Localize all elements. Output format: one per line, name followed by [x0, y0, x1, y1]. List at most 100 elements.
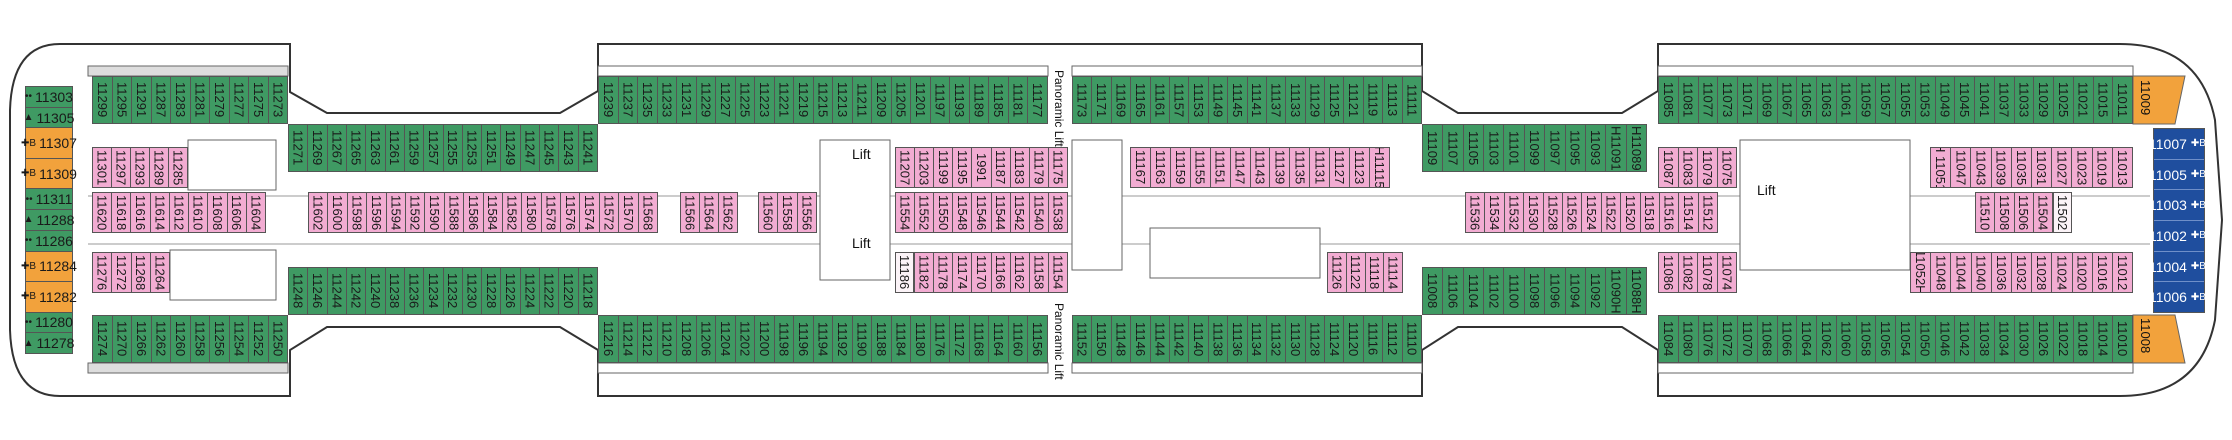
- cabin-H11115[interactable]: H11115: [1370, 148, 1389, 187]
- cabin-11118[interactable]: 11118: [1366, 253, 1385, 292]
- cabin-11100[interactable]: 11100: [1504, 268, 1525, 314]
- cabin-11106[interactable]: 11106: [1443, 268, 1464, 314]
- cabin-11223[interactable]: 11223: [755, 77, 775, 123]
- cabin-11514[interactable]: 11514: [1679, 193, 1699, 232]
- cabin-11229[interactable]: 11229: [697, 77, 717, 123]
- cabin-11201[interactable]: 11201: [911, 77, 931, 123]
- cabin-11076[interactable]: 11076: [1699, 316, 1719, 362]
- cabin-11069[interactable]: 11069: [1758, 77, 1778, 123]
- cabin-11136[interactable]: 11136: [1228, 316, 1248, 362]
- cabin-11299[interactable]: 11299: [93, 77, 113, 123]
- cabin-11025[interactable]: 11025: [2054, 77, 2074, 123]
- cabin-11273[interactable]: 11273: [269, 77, 288, 123]
- cabin-11267[interactable]: 11267: [328, 125, 347, 171]
- cabin-H11089[interactable]: H11089: [1627, 125, 1646, 171]
- cabin-11081[interactable]: 11081: [1679, 77, 1699, 123]
- cabin-11598[interactable]: 11598: [348, 193, 368, 232]
- cabin-11053[interactable]: 11053: [1916, 77, 1936, 123]
- cabin-11550[interactable]: 11550: [934, 193, 954, 232]
- cabin-11093[interactable]: 11093: [1586, 125, 1607, 171]
- cabin-11590[interactable]: 11590: [425, 193, 445, 232]
- cabin-11189[interactable]: 11189: [970, 77, 990, 123]
- cabin-11255[interactable]: 11255: [444, 125, 463, 171]
- cabin-11171[interactable]: 11171: [1092, 77, 1112, 123]
- cabin-11039[interactable]: 11039: [1992, 148, 2012, 187]
- cabin-11055[interactable]: 11055: [1896, 77, 1916, 123]
- cabin-11003[interactable]: 11003✚B: [2149, 190, 2206, 222]
- cabin-11158[interactable]: 11158: [1030, 253, 1049, 292]
- cabin-11190[interactable]: 11190: [853, 316, 873, 362]
- cabin-11137[interactable]: 11137: [1267, 77, 1287, 123]
- cabin-11085[interactable]: 11085: [1659, 77, 1679, 123]
- cabin-11057[interactable]: 11057: [1876, 77, 1896, 123]
- cabin-11135[interactable]: 11135: [1290, 148, 1311, 187]
- cabin-11186[interactable]: 11186: [896, 253, 913, 292]
- cabin-11035[interactable]: 11035: [2012, 148, 2033, 187]
- cabin-11200[interactable]: 11200: [755, 316, 775, 362]
- cabin-11586[interactable]: 11586: [464, 193, 484, 232]
- cabin-11083[interactable]: 11083: [1679, 148, 1698, 187]
- cabin-11568[interactable]: 11568: [639, 193, 657, 232]
- cabin-11548[interactable]: 11548: [953, 193, 973, 232]
- cabin-11266[interactable]: 11266: [132, 316, 152, 362]
- cabin-11291[interactable]: 11291: [132, 77, 152, 123]
- cabin-11584[interactable]: 11584: [484, 193, 503, 232]
- cabin-11274[interactable]: 11274: [93, 316, 113, 362]
- cabin-11233[interactable]: 11233: [658, 77, 678, 123]
- cabin-11232[interactable]: 11232: [444, 268, 463, 314]
- cabin-11596[interactable]: 11596: [367, 193, 387, 232]
- cabin-11236[interactable]: 11236: [405, 268, 425, 314]
- cabin-11109[interactable]: 11109: [1423, 125, 1444, 171]
- cabin-11113[interactable]: 11113: [1383, 77, 1403, 123]
- cabin-11010[interactable]: 11010: [2113, 316, 2132, 362]
- cabin-11252[interactable]: 11252: [249, 316, 269, 362]
- cabin-11167[interactable]: 11167: [1131, 148, 1151, 187]
- cabin-11261[interactable]: 11261: [386, 125, 405, 171]
- cabin-11099[interactable]: 11099: [1525, 125, 1546, 171]
- cabin-11265[interactable]: 11265: [347, 125, 367, 171]
- cabin-11049[interactable]: 11049: [1936, 77, 1956, 123]
- cabin-11214[interactable]: 11214: [619, 316, 639, 362]
- cabin-11004[interactable]: 11004✚B: [2149, 251, 2206, 283]
- cabin-11606[interactable]: 11606: [228, 193, 247, 232]
- cabin-11580[interactable]: 11580: [522, 193, 542, 232]
- cabin-11219[interactable]: 11219: [794, 77, 814, 123]
- cabin-11216[interactable]: 11216: [599, 316, 619, 362]
- cabin-11225[interactable]: 11225: [736, 77, 756, 123]
- cabin-11024[interactable]: 11024: [2052, 253, 2073, 292]
- cabin-11218[interactable]: 11218: [579, 268, 597, 314]
- cabin-11582[interactable]: 11582: [503, 193, 523, 232]
- cabin-11142[interactable]: 11142: [1170, 316, 1190, 362]
- cabin-11235[interactable]: 11235: [638, 77, 658, 123]
- cabin-11256[interactable]: 11256: [210, 316, 230, 362]
- cabin-11096[interactable]: 11096: [1545, 268, 1566, 314]
- cabin-11040[interactable]: 11040: [1972, 253, 1992, 292]
- cabin-11112[interactable]: 11112: [1383, 316, 1403, 362]
- cabin-11140[interactable]: 11140: [1189, 316, 1209, 362]
- cabin-11512[interactable]: 11512: [1699, 193, 1717, 232]
- cabin-11103[interactable]: 11103: [1484, 125, 1505, 171]
- cabin-11147[interactable]: 11147: [1231, 148, 1251, 187]
- cabin-11139[interactable]: 11139: [1270, 148, 1291, 187]
- cabin-11120[interactable]: 11120: [1344, 316, 1364, 362]
- cabin-11018[interactable]: 11018: [2074, 316, 2094, 362]
- stern-suite-11008[interactable]: 11008: [2138, 318, 2153, 353]
- cabin-11516[interactable]: 11516: [1660, 193, 1680, 232]
- cabin-11271[interactable]: 11271: [289, 125, 309, 171]
- cabin-11239[interactable]: 11239: [599, 77, 619, 123]
- cabin-11131[interactable]: 11131: [1310, 148, 1331, 187]
- cabin-11554[interactable]: 11554: [896, 193, 916, 232]
- cabin-11145[interactable]: 11145: [1228, 77, 1248, 123]
- cabin-11116[interactable]: 11116: [1364, 316, 1384, 362]
- cabin-11246[interactable]: 11246: [308, 268, 328, 314]
- cabin-11558[interactable]: 11558: [778, 193, 798, 232]
- cabin-11264[interactable]: 11264: [151, 253, 169, 292]
- cabin-11311[interactable]: ••11311: [26, 189, 72, 211]
- cabin-11240[interactable]: 11240: [366, 268, 386, 314]
- cabin-11268[interactable]: 11268: [132, 253, 151, 292]
- cabin-11544[interactable]: 11544: [992, 193, 1011, 232]
- cabin-11276[interactable]: 11276: [93, 253, 113, 292]
- cabin-11227[interactable]: 11227: [716, 77, 736, 123]
- cabin-11059[interactable]: 11059: [1857, 77, 1877, 123]
- cabin-11111[interactable]: 11111: [1403, 77, 1421, 123]
